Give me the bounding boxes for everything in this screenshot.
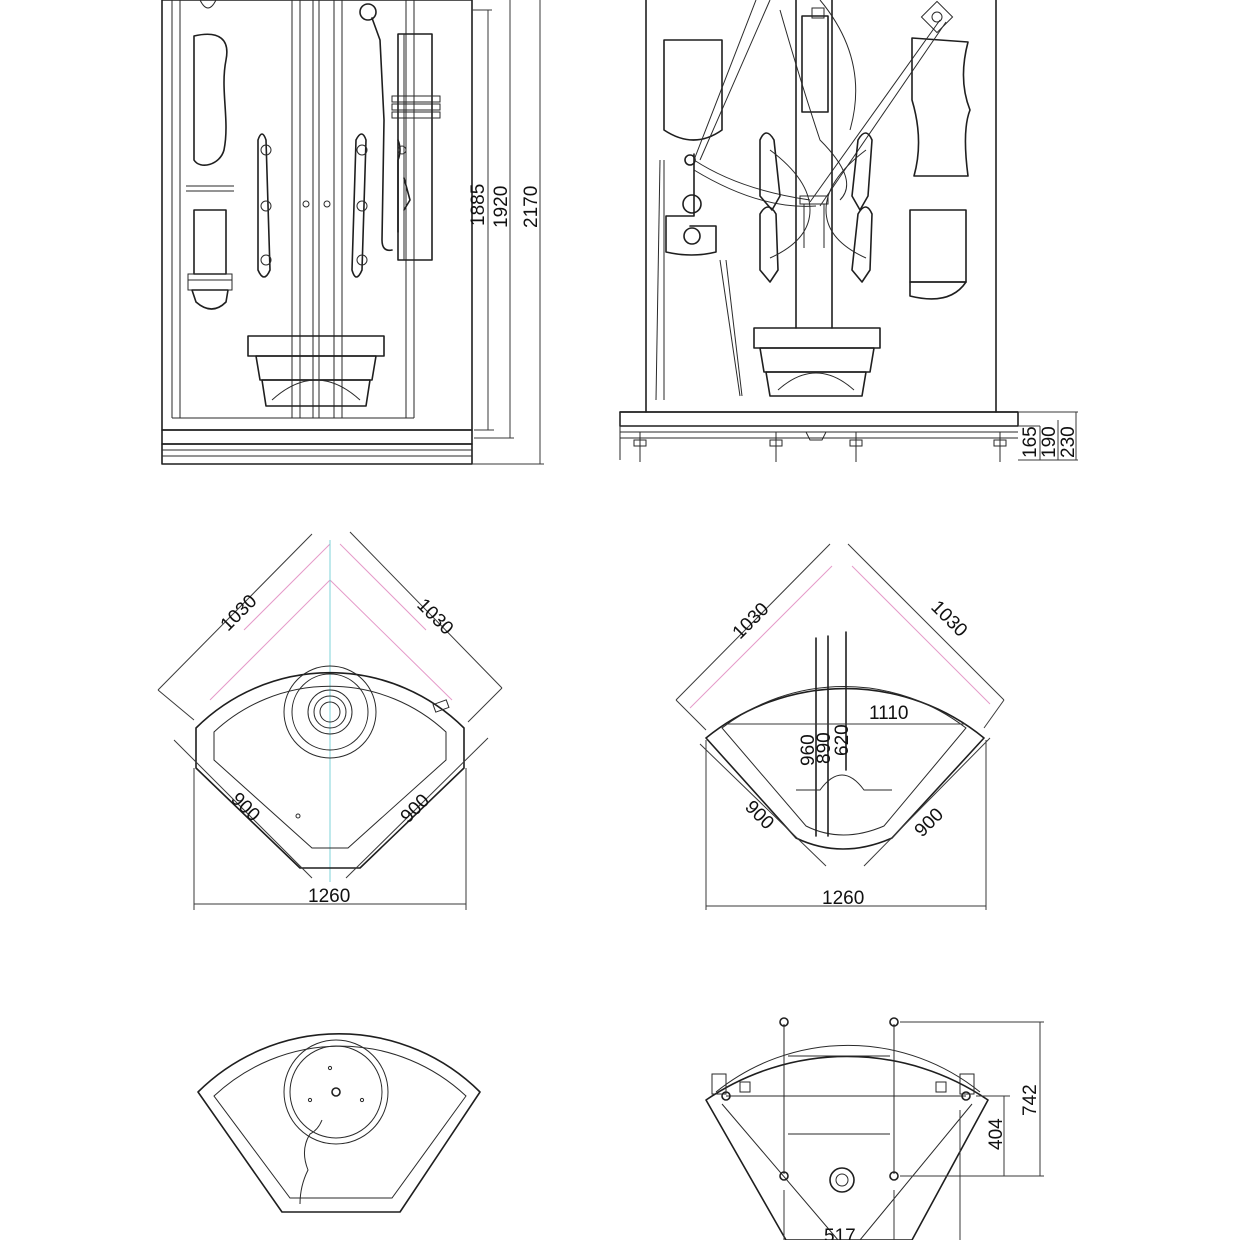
jet-nozzle-icon — [260, 254, 272, 266]
support-foot-icon — [961, 1091, 971, 1101]
tray-underside-view: 742 404 517 — [705, 1017, 1044, 1240]
door-handle-icon — [302, 200, 310, 208]
fitting-icon — [432, 699, 450, 713]
drain-outlet-icon — [829, 1167, 855, 1193]
shower-column — [397, 33, 433, 261]
tray-body-outline — [197, 1033, 481, 1213]
drain-basin — [283, 1039, 389, 1145]
manifold-icon — [799, 195, 829, 205]
depth-890-label: 890 — [814, 732, 835, 764]
top-view-left: 1030 1030 900 900 1260 — [157, 531, 503, 910]
support-foot-icon — [779, 1171, 789, 1181]
front-view: 1885 1920 2170 — [161, 0, 544, 465]
side-900-label: 900 — [226, 789, 263, 826]
jet-nozzle-icon — [356, 254, 368, 266]
control-module — [801, 15, 829, 113]
side-1030-label: 1030 — [729, 599, 774, 644]
shelf-panel — [193, 209, 227, 275]
valve-icon — [684, 154, 696, 166]
bracket-icon — [711, 1073, 727, 1095]
mirror-panel — [193, 33, 228, 166]
width-517-label: 517 — [824, 1226, 856, 1240]
tray-base — [161, 443, 473, 465]
drain-ring — [283, 665, 377, 759]
base-165-label: 165 — [1020, 426, 1041, 458]
handshower-head-icon — [359, 3, 377, 21]
height-1920-label: 1920 — [491, 186, 512, 228]
bracket-icon — [959, 1073, 975, 1095]
jet-strip-left — [257, 133, 271, 278]
drain-fitting-icon — [920, 0, 954, 34]
door-handle-icon — [323, 200, 331, 208]
height-1885-label: 1885 — [468, 184, 489, 226]
drain-grate-icon — [307, 689, 353, 735]
foot-icon — [633, 439, 647, 447]
seat-back — [753, 327, 881, 349]
jet-strip-back — [851, 132, 873, 211]
depth-404-label: 404 — [986, 1118, 1007, 1150]
top-view-right: 1030 1030 900 900 1110 960 890 620 1260 — [675, 543, 1005, 910]
mirror-back — [911, 37, 971, 177]
valve-icon — [683, 227, 701, 245]
shelf-back — [909, 209, 967, 283]
base-190-label: 190 — [1039, 426, 1060, 458]
foot-icon — [993, 439, 1007, 447]
support-foot-icon — [889, 1171, 899, 1181]
side-1030-label: 1030 — [926, 597, 971, 642]
jet-strip-back — [759, 132, 781, 211]
corner-seat — [247, 335, 385, 357]
side-1030-label: 1030 — [217, 591, 262, 636]
jet-strip-right — [351, 133, 367, 278]
depth-742-label: 742 — [1020, 1084, 1041, 1116]
rear-tray-top — [619, 411, 1019, 427]
rear-view: 165 190 230 — [619, 0, 1079, 462]
shower-hose — [371, 17, 393, 252]
tray-top-view — [197, 1033, 481, 1213]
side-1030-label: 1030 — [412, 595, 457, 640]
steam-generator — [663, 39, 723, 141]
valve-icon — [682, 194, 702, 214]
support-foot-icon — [889, 1017, 899, 1027]
side-900-label: 900 — [911, 804, 948, 841]
depth-960-label: 960 — [798, 734, 819, 766]
foot-icon — [849, 439, 863, 447]
foot-icon — [769, 439, 783, 447]
jet-nozzle-icon — [260, 144, 272, 156]
height-2170-label: 2170 — [521, 186, 542, 228]
width-1260-label: 1260 — [822, 888, 864, 909]
depth-620-label: 620 — [832, 724, 853, 756]
jet-nozzle-icon — [356, 144, 368, 156]
underside-outline — [705, 1055, 989, 1240]
jet-nozzle-icon — [260, 200, 272, 212]
side-900-label: 900 — [740, 797, 777, 834]
tray-outline-left — [195, 671, 465, 869]
base-230-label: 230 — [1058, 426, 1079, 458]
drain-icon — [331, 1087, 341, 1097]
inner-width-1110-label: 1110 — [869, 703, 908, 724]
tray-top-strip — [161, 429, 473, 445]
width-1260-label: 1260 — [308, 886, 350, 907]
cabin-frame — [161, 0, 473, 431]
support-foot-icon — [779, 1017, 789, 1027]
jet-nozzle-icon — [356, 200, 368, 212]
